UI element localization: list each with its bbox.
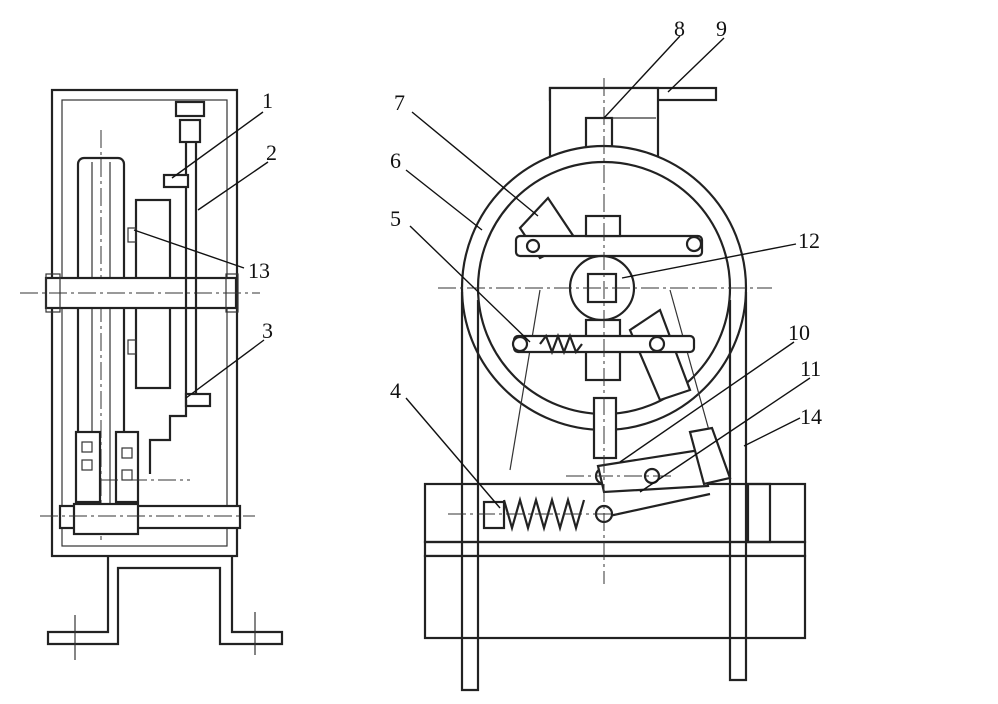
base-right-insert [746,482,772,544]
hub-tab-top [127,227,137,243]
lower-block-left [74,430,102,504]
leader-6 [405,169,483,231]
upper-switch-tab [162,173,190,189]
central-rod-lower [592,396,618,460]
upper-pin-right [685,235,703,253]
block-detail-c [121,447,133,459]
base-bottom [423,554,807,640]
tension-spring-5 [539,332,583,356]
side-frame-outer [50,88,239,558]
lower-pin-left [511,335,529,353]
hub-top-block [584,214,622,238]
leader-5 [409,225,531,343]
lower-block-right [114,430,140,504]
leader-lines [133,35,811,509]
spoke-left [509,289,541,471]
hub-tab-bottom [127,339,137,355]
leader-8 [603,35,681,119]
label-10: 10 [788,320,810,345]
label-6: 6 [390,148,401,173]
leader-1 [171,111,264,179]
label-2: 2 [266,140,277,165]
rod-top-block [174,100,206,118]
label-12: 12 [798,228,820,253]
leader-7 [411,111,539,217]
label-4: 4 [390,378,401,403]
bottom-shaft-boss [72,502,140,536]
linkage-step [148,400,188,474]
block-detail-d [121,469,133,481]
lower-pin-right [648,335,666,353]
block-detail-a [81,441,93,453]
label-11: 11 [800,356,821,381]
leader-4 [405,397,501,509]
leader-2 [197,161,269,211]
block-detail-b [81,459,93,471]
compression-spring-4 [502,495,586,533]
label-5: 5 [390,206,401,231]
upper-pin-left [525,238,541,254]
rope-left [460,292,480,692]
leader-9 [667,37,725,93]
pawl-link [599,492,711,520]
side-frame-inner [61,99,228,547]
leader-14 [743,417,801,447]
leader-13 [133,229,245,269]
rod-top-nut [178,118,202,144]
label-3: 3 [262,318,273,343]
upper-linkage-bar [514,234,704,258]
label-8: 8 [674,16,685,41]
rope-right [728,292,748,682]
leader-10 [619,341,795,463]
side-legs [46,556,284,646]
trip-lever [688,426,732,486]
label-13: 13 [248,258,270,283]
part-labels: 1 2 3 13 4 5 6 7 8 9 10 11 12 14 [248,16,822,429]
label-1: 1 [262,88,273,113]
leader-12 [621,243,797,279]
flyweight-lower [628,308,692,402]
label-7: 7 [394,90,405,115]
label-14: 14 [800,404,822,429]
label-9: 9 [716,16,727,41]
base-hatched-plate [423,540,807,558]
spring-end-nut [482,500,506,530]
leader-3 [185,339,265,399]
leader-11 [639,377,811,493]
side-view [20,88,284,660]
